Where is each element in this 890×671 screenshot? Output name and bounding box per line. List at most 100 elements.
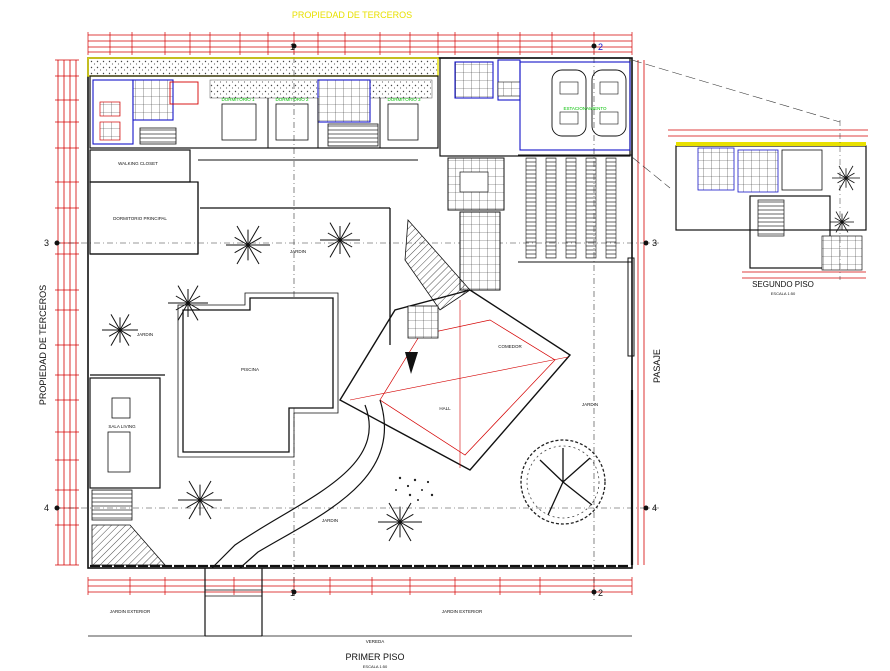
top-neighbor-label: PROPIEDAD DE TERCEROS (292, 10, 412, 20)
palm-frond (247, 225, 260, 246)
palm-frond (175, 295, 189, 304)
left-neighbor-label: PROPIEDAD DE TERCEROS (38, 285, 48, 405)
axis-label-4-right: 4 (652, 503, 657, 513)
left-dimension-lines (57, 60, 77, 565)
entrance-gate (204, 568, 263, 637)
palm-frond (247, 244, 262, 254)
palm-frond (835, 221, 843, 233)
second-floor-title: SEGUNDO PISO (752, 280, 814, 289)
palm-frond (186, 499, 201, 509)
north-arrow-mark (405, 352, 418, 374)
first-floor-title: PRIMER PISO (345, 652, 404, 662)
palm-frond (841, 217, 850, 223)
palm-frond (845, 172, 855, 179)
palm-frond (399, 513, 414, 523)
palm-frond (188, 480, 201, 501)
palm-frond (838, 177, 847, 191)
palm-frond (834, 217, 843, 223)
axis-label-2-bottom: 2 (598, 588, 603, 598)
palm-frond (247, 244, 260, 265)
left-dimension-ticks (55, 59, 79, 566)
palm-frond (339, 239, 353, 248)
palm-frond (247, 236, 262, 246)
palm-frond (386, 521, 401, 531)
palm-frond (108, 323, 121, 331)
palm-frond (327, 232, 341, 241)
diagonal-wing (339, 289, 572, 471)
second-floor-scale: ESCALA 1:50 (771, 291, 796, 296)
palm-frond (119, 314, 130, 331)
palm-frond (119, 329, 130, 346)
palm-frond (399, 521, 412, 542)
dining-label: COMEDOR (498, 344, 522, 349)
palm-frond (110, 314, 121, 331)
palm-frond (234, 236, 249, 246)
axis-label-4-left: 4 (44, 503, 49, 513)
pool-edge (177, 292, 339, 458)
palm-frond (837, 177, 847, 184)
parking-stripes (518, 154, 632, 263)
walking-closet-label: WALKING CLOSET (118, 161, 158, 166)
palm-frond (339, 232, 353, 241)
living-label: SALA LIVING (108, 424, 136, 429)
palm-frond (236, 244, 249, 265)
right-dimension-lines (637, 60, 645, 565)
palm-frond (236, 225, 249, 246)
palm-frond (388, 521, 401, 542)
palm-frond (386, 513, 401, 523)
palm-frond (119, 329, 132, 337)
axis-label-2-top: 2 (598, 42, 603, 52)
kitchen-block (439, 57, 631, 157)
palm-frond (837, 172, 847, 179)
palm-frond (388, 502, 401, 523)
bedroom-2-label: DORMITORIO 2 (276, 97, 309, 102)
palm-frond (841, 221, 850, 227)
first-floor-scale: ESCALA 1:50 (363, 664, 388, 669)
palm-frond (399, 521, 414, 531)
right-passage-label: PASAJE (652, 349, 662, 383)
living-room (89, 377, 161, 489)
axis-label-3-left: 3 (44, 238, 49, 248)
second-floor-plan (631, 59, 868, 280)
large-tree (520, 439, 606, 525)
top-dimension-lines (88, 34, 632, 53)
palm-frond (329, 222, 341, 241)
north-wing (89, 75, 439, 149)
kitchen-counter (459, 171, 489, 193)
palm-frond (838, 165, 847, 179)
palm-frond (119, 323, 132, 331)
palm-frond (199, 499, 212, 520)
palm-frond (339, 239, 351, 258)
palm-frond (841, 211, 849, 223)
palm-frond (188, 499, 201, 520)
palm-frond (177, 285, 189, 304)
palm-trees (102, 222, 422, 542)
curved-walkway (211, 404, 370, 569)
outer-garden-right-label: JARDIN EXTERIOR (442, 609, 483, 614)
outer-garden-left-label: JARDIN EXTERIOR (110, 609, 151, 614)
bedroom-1-label: DORMITORIO 1 (222, 97, 255, 102)
palm-frond (845, 177, 855, 184)
pool-label: PISCINA (241, 367, 259, 372)
palm-frond (399, 502, 412, 523)
palm-frond (339, 222, 351, 241)
neighbor-band (87, 57, 439, 77)
palm-frond (234, 244, 249, 254)
bottom-dimension-lines (88, 579, 632, 593)
palm-frond (329, 239, 341, 258)
axis-label-1-bottom: 1 (290, 588, 295, 598)
palm-frond (186, 491, 201, 501)
bedroom-3-label: DORMITORIO 3 (388, 97, 421, 102)
pool (182, 297, 334, 453)
west-wing (89, 149, 418, 255)
shrub-dots (395, 476, 434, 501)
north-garden-label: JARDIN (290, 249, 306, 254)
palm-frond (834, 221, 843, 227)
axis-label-1-top: 1 (290, 42, 295, 52)
hall-label: HALL (439, 406, 451, 411)
second-floor-palms (830, 165, 860, 233)
axis-label-3-right: 3 (652, 238, 657, 248)
palm-frond (187, 295, 201, 304)
palm-frond (110, 329, 121, 346)
